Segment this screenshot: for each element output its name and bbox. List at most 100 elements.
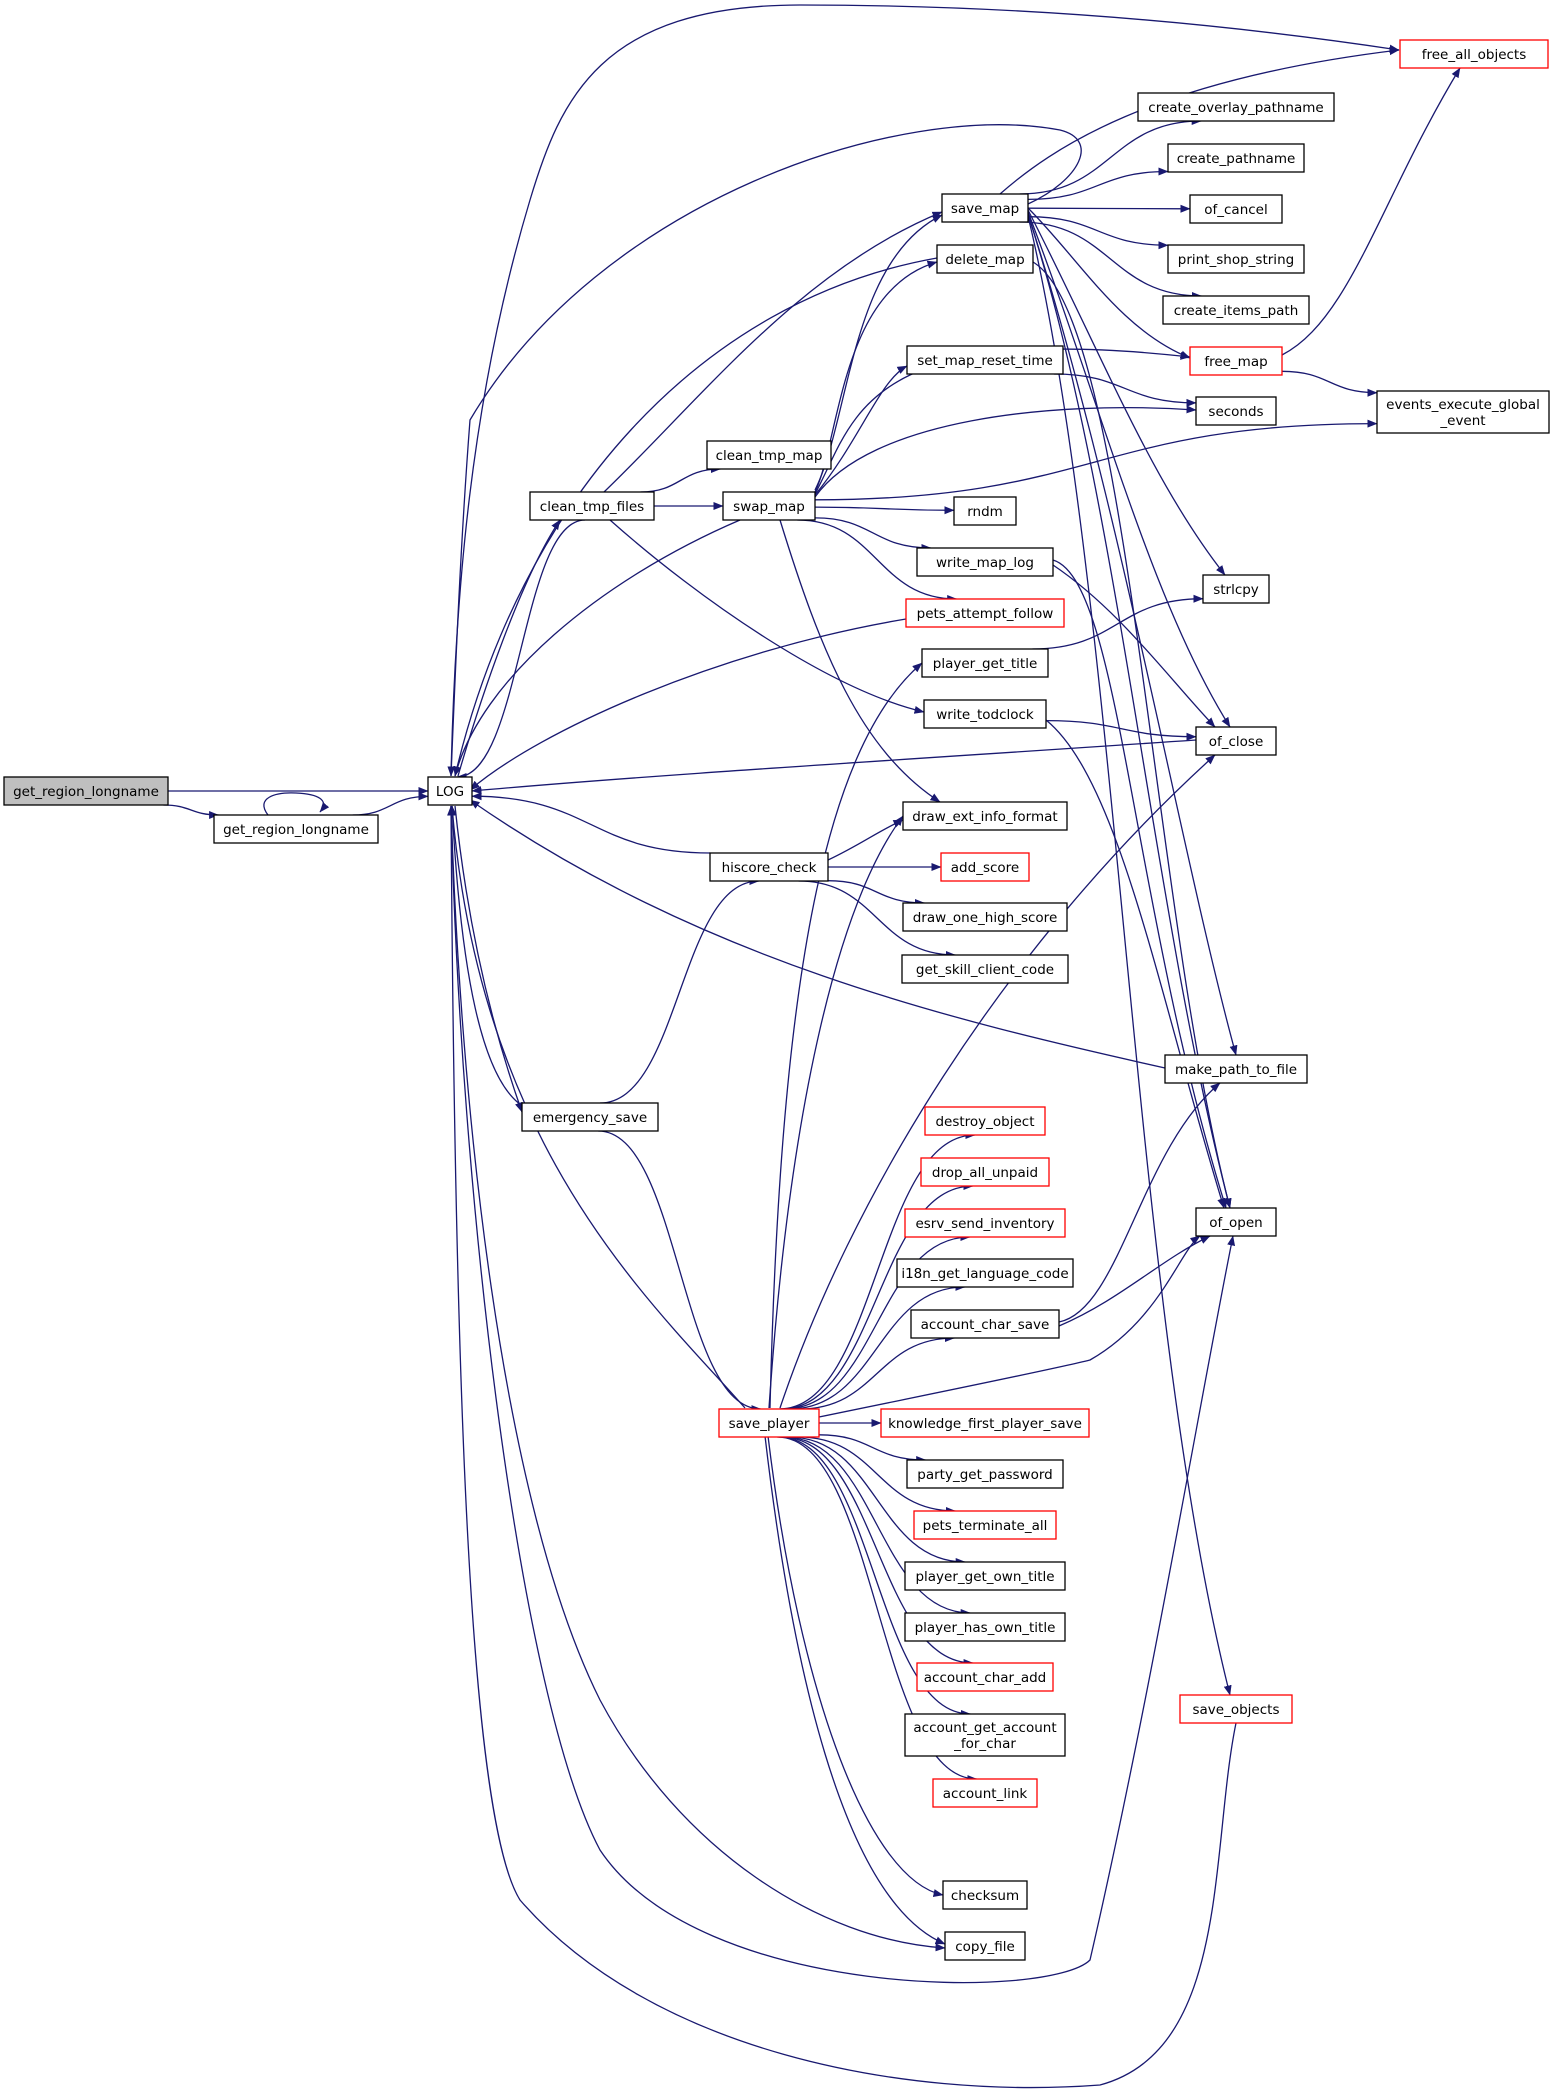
node-i18n[interactable]: i18n_get_language_code	[896, 1258, 1074, 1288]
node-so[interactable]: save_objects	[1179, 1694, 1293, 1724]
edge-path	[783, 1436, 971, 1617]
edge-path	[1053, 373, 1197, 407]
edge-sp-to-pgp	[818, 1434, 927, 1464]
node-root[interactable]: get_region_longname	[3, 776, 169, 806]
edge-savemap-to-ofclose	[1027, 211, 1231, 728]
node-esi[interactable]: esrv_send_inventory	[904, 1208, 1066, 1238]
node-gscc[interactable]: get_skill_client_code	[901, 954, 1069, 984]
edge-path	[798, 880, 956, 959]
node-savemap[interactable]: save_map	[941, 193, 1029, 223]
node-label: player_get_own_title	[915, 1569, 1054, 1585]
node-checksum[interactable]: checksum	[942, 1880, 1028, 1910]
edge-log-to-copy	[450, 805, 946, 1952]
edge-savemap-to-so	[1027, 215, 1232, 1696]
edge-sp-to-pgot	[788, 1436, 966, 1566]
node-pss[interactable]: print_shop_string	[1167, 244, 1305, 274]
node-wtc[interactable]: write_todclock	[923, 699, 1047, 729]
edge-es-to-sp	[598, 1130, 762, 1413]
node-label: hiscore_check	[722, 860, 817, 876]
node-deif[interactable]: draw_ext_info_format	[902, 801, 1068, 831]
edge-ofclose-to-log	[471, 739, 1197, 795]
node-label: save_objects	[1193, 1702, 1280, 1718]
node-box	[923, 699, 1047, 729]
node-rndm[interactable]: rndm	[953, 496, 1017, 526]
edge-path	[777, 1436, 978, 1783]
edge-path	[1027, 167, 1169, 201]
node-label: print_shop_string	[1178, 252, 1294, 268]
edge-path	[769, 662, 923, 1409]
node-phot[interactable]: player_has_own_title	[904, 1612, 1066, 1642]
node-box	[921, 648, 1049, 678]
edge-path	[797, 519, 958, 603]
node-pta[interactable]: pets_terminate_all	[913, 1510, 1057, 1540]
edge-log-to-ofopen	[450, 805, 1236, 1984]
node-smrt[interactable]: set_map_reset_time	[906, 345, 1064, 375]
node-seconds[interactable]: seconds	[1195, 396, 1277, 426]
edge-path	[263, 792, 330, 816]
edge-sp-to-phot	[783, 1436, 971, 1617]
node-label: create_pathname	[1177, 151, 1296, 167]
node-copy[interactable]: copy_file	[944, 1931, 1026, 1961]
edge-path	[1027, 215, 1232, 1696]
node-pgot[interactable]: player_get_own_title	[904, 1561, 1066, 1591]
node-hs[interactable]: hiscore_check	[709, 852, 829, 882]
edge-path	[814, 405, 1197, 498]
node-dau[interactable]: drop_all_unpaid	[920, 1157, 1050, 1187]
node-al[interactable]: account_link	[932, 1778, 1038, 1808]
node-kfps[interactable]: knowledge_first_player_save	[880, 1408, 1090, 1438]
node-dohs[interactable]: draw_one_high_score	[902, 902, 1068, 932]
node-freemap[interactable]: free_map	[1189, 346, 1283, 376]
node-acs[interactable]: account_char_save	[910, 1309, 1060, 1339]
node-ofopen[interactable]: of_open	[1195, 1207, 1277, 1237]
edge-path	[1027, 207, 1191, 359]
node-label: save_player	[729, 1416, 810, 1432]
node-label: free_map	[1204, 354, 1267, 370]
node-agafc[interactable]: account_get_account_for_char	[904, 1713, 1066, 1757]
node-es[interactable]: emergency_save	[521, 1102, 659, 1132]
node-grl[interactable]: get_region_longname	[213, 814, 379, 844]
node-addscore[interactable]: add_score	[940, 852, 1030, 882]
node-fao[interactable]: free_all_objects	[1399, 39, 1549, 69]
node-cp[interactable]: create_pathname	[1167, 143, 1305, 173]
edge-path	[764, 1435, 946, 1945]
edge-path	[448, 805, 531, 1111]
node-label: create_overlay_pathname	[1148, 100, 1323, 116]
node-box	[1162, 295, 1310, 325]
node-ctf[interactable]: clean_tmp_files	[529, 491, 655, 521]
node-swap[interactable]: swap_map	[722, 491, 816, 521]
node-box	[904, 1612, 1066, 1642]
node-destroy[interactable]: destroy_object	[924, 1106, 1046, 1136]
node-strlcpy[interactable]: strlcpy	[1202, 574, 1270, 604]
node-cip[interactable]: create_items_path	[1162, 295, 1310, 325]
node-cop[interactable]: create_overlay_pathname	[1137, 92, 1335, 122]
node-label: clean_tmp_map	[716, 448, 823, 464]
node-ofc[interactable]: of_cancel	[1189, 194, 1283, 224]
edge-sp-to-acs	[799, 1334, 955, 1410]
node-paf[interactable]: pets_attempt_follow	[905, 598, 1065, 628]
edge-path	[609, 519, 925, 714]
edge-savemap-to-strlcpy	[1027, 209, 1226, 576]
edge-grl-to-log	[352, 792, 429, 816]
node-box	[910, 1309, 1060, 1339]
node-pgp[interactable]: party_get_password	[906, 1459, 1064, 1489]
node-mptf[interactable]: make_path_to_file	[1164, 1054, 1308, 1084]
node-eege[interactable]: events_execute_global_event	[1376, 390, 1550, 434]
node-box	[906, 1459, 1064, 1489]
node-box	[722, 491, 816, 521]
node-wml[interactable]: write_map_log	[916, 547, 1054, 577]
edge-hs-to-gscc	[798, 880, 956, 959]
edge-path	[640, 465, 721, 493]
node-box	[1164, 1054, 1308, 1084]
node-box	[920, 1157, 1050, 1187]
node-box	[718, 1408, 820, 1438]
node-delmap[interactable]: delete_map	[936, 244, 1034, 274]
node-sp[interactable]: save_player	[718, 1408, 820, 1438]
edge-path	[827, 819, 904, 861]
node-label: of_open	[1209, 1215, 1262, 1231]
edge-freemap-to-fao	[1281, 67, 1461, 356]
node-aca[interactable]: account_char_add	[916, 1662, 1054, 1692]
node-log[interactable]: LOG	[427, 776, 473, 806]
node-ofclose[interactable]: of_close	[1195, 726, 1277, 756]
node-pgt[interactable]: player_get_title	[921, 648, 1049, 678]
node-ctm[interactable]: clean_tmp_map	[706, 440, 832, 470]
